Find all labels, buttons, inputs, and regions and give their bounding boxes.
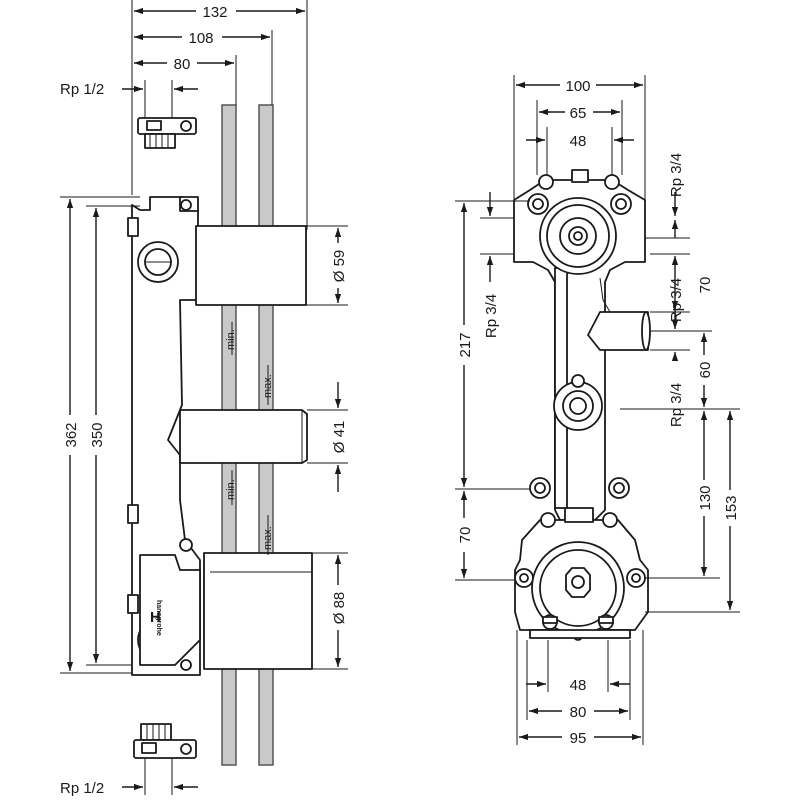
thread-rp34-top-label: Rp 3/4 (668, 153, 685, 197)
thread-top: Rp 1/2 (60, 80, 198, 118)
dim-70-right-label: 70 (697, 277, 714, 294)
thread-bottom-label: Rp 1/2 (60, 780, 104, 797)
thread-top-label: Rp 1/2 (60, 81, 104, 98)
dim-d88-label: Ø 88 (331, 592, 348, 625)
depth-marker-min-upper: min. (225, 322, 237, 355)
thread-bottom: Rp 1/2 (60, 758, 198, 797)
dim-d59-label: Ø 59 (331, 250, 348, 283)
dim-130-label: 130 (697, 485, 714, 510)
dim-130: 130 (694, 411, 714, 576)
dim-132-label: 132 (202, 4, 227, 21)
thread-rp34-low-label: Rp 3/4 (668, 383, 685, 427)
connector-top (137, 117, 197, 149)
dim-60: 60 (671, 301, 714, 407)
dim-rp34-left-label: Rp 3/4 (483, 294, 500, 338)
dim-362: 362 (60, 199, 80, 671)
dim-80: 80 (134, 54, 234, 73)
dim-217-label: 217 (457, 332, 474, 357)
outlet-59 (195, 225, 307, 306)
dim-80-bottom: 80 (529, 702, 628, 721)
dim-70-left-label: 70 (457, 527, 474, 544)
depth-marker-min-lower: min. (225, 470, 237, 505)
dim-108: 108 (134, 28, 270, 47)
outlet-88 (203, 552, 313, 670)
dim-60-label: 60 (697, 362, 714, 379)
dim-80-bottom-label: 80 (570, 704, 587, 721)
valve-body-front (513, 169, 651, 641)
connector-bottom (133, 723, 197, 759)
valve-letter: H (150, 609, 161, 626)
thread-rp34-mid-label: Rp 3/4 (668, 278, 685, 322)
thread-rp34-low: Rp 3/4 (668, 383, 685, 427)
dim-362-label: 362 (63, 422, 80, 447)
dim-350-label: 350 (89, 422, 106, 447)
dim-rp34-left: Rp 3/4 (483, 192, 500, 338)
depth-min-lower-label: min. (225, 479, 237, 500)
dim-48-top-label: 48 (570, 133, 587, 150)
dim-132: 132 (134, 2, 305, 21)
front-view: 100 65 48 (454, 75, 740, 747)
dim-48-bottom: 48 (526, 677, 630, 694)
dim-d59: Ø 59 (306, 225, 348, 306)
valve-body-side: H hansgrohe (127, 196, 201, 676)
depth-min-upper-label: min. (225, 329, 237, 350)
thread-rp34-mid: Rp 3/4 (668, 278, 685, 322)
dim-d41-label: Ø 41 (331, 421, 348, 454)
dim-65: 65 (539, 103, 620, 122)
dim-48-bottom-label: 48 (570, 677, 587, 694)
dim-d88: Ø 88 (312, 552, 348, 670)
dim-95: 95 (519, 728, 641, 747)
side-view: 132 108 80 Rp 1/2 (60, 0, 348, 797)
dim-153-label: 153 (723, 495, 740, 520)
dim-d41: Ø 41 (307, 382, 348, 492)
brand-mark: hansgrohe (155, 600, 162, 636)
dim-48-top: 48 (526, 133, 634, 150)
outlet-41 (179, 409, 308, 464)
dim-153: 153 (720, 411, 740, 610)
dim-108-label: 108 (188, 30, 213, 47)
dim-80-label: 80 (174, 56, 191, 73)
dim-70-left: 70 (454, 491, 474, 578)
thread-rp34-top: Rp 3/4 (668, 153, 685, 238)
dim-350: 350 (86, 208, 106, 663)
dim-65-label: 65 (570, 105, 587, 122)
dim-100: 100 (516, 76, 643, 95)
depth-marker-max-lower: max. (262, 515, 274, 555)
depth-marker-max-upper: max. (262, 365, 274, 405)
dim-100-label: 100 (565, 78, 590, 95)
dim-70-right: 70 (671, 256, 714, 329)
dim-217: 217 (454, 203, 474, 487)
dim-95-label: 95 (570, 730, 587, 747)
